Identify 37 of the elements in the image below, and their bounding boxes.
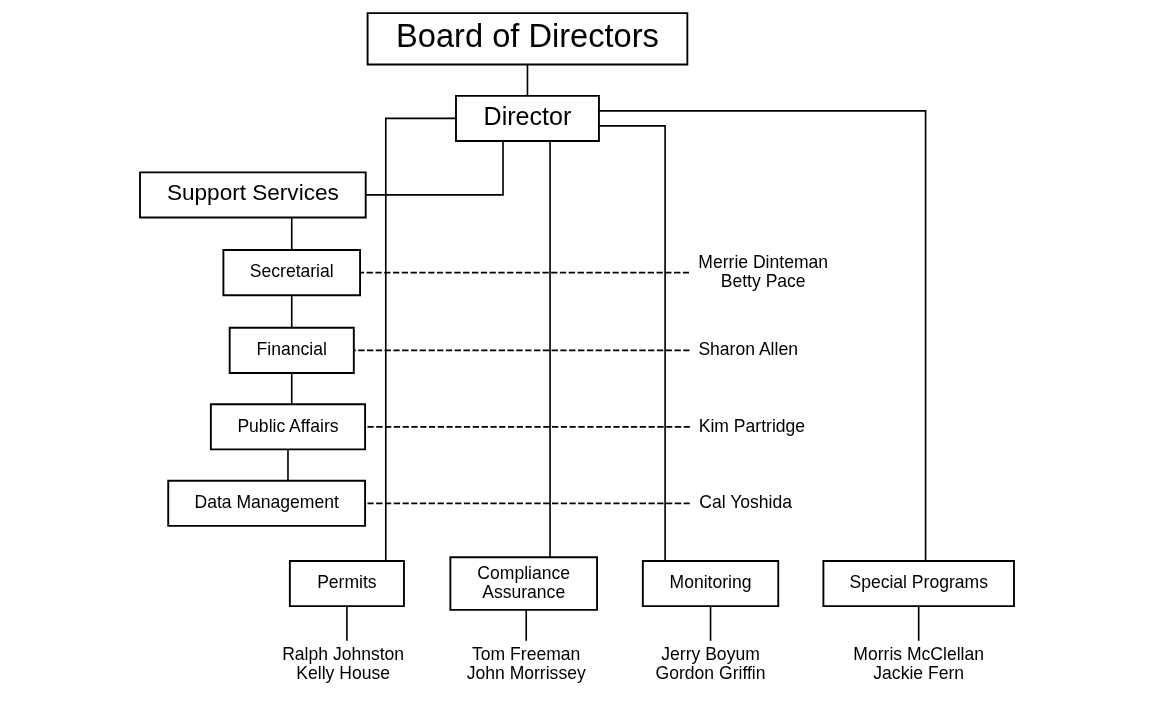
- node-box: Permits: [288, 560, 405, 608]
- connector: [353, 349, 691, 352]
- node-text: Kim Partridge: [698, 415, 806, 436]
- node-box: Director: [455, 94, 600, 142]
- connector: [598, 110, 927, 562]
- node-text: Morris McClellan Jackie Fern: [853, 644, 985, 684]
- node-box: Secretarial: [222, 249, 361, 297]
- connector: [365, 140, 504, 196]
- node-box: Compliance Assurance: [449, 556, 598, 611]
- connector: [709, 605, 712, 642]
- node-text: Sharon Allen: [698, 339, 798, 360]
- connector: [526, 64, 529, 97]
- connector: [384, 117, 457, 562]
- node-box: Monitoring: [641, 560, 780, 608]
- node-box: Financial: [228, 326, 355, 374]
- connector: [290, 217, 293, 251]
- connector: [359, 271, 690, 274]
- connector: [287, 449, 289, 482]
- connector: [364, 502, 691, 505]
- connector: [364, 426, 691, 428]
- node-box: Board of Directors: [366, 12, 689, 66]
- node-box: Support Services: [139, 171, 367, 219]
- connector: [917, 605, 920, 642]
- node-text: Ralph Johnston Kelly House: [282, 644, 405, 684]
- node-box: Special Programs: [822, 560, 1015, 608]
- connector: [346, 605, 348, 642]
- node-text: Merrie Dinteman Betty Pace: [698, 251, 829, 291]
- connector: [290, 294, 293, 329]
- connector: [290, 372, 293, 405]
- node-box: Public Affairs: [209, 403, 367, 451]
- node-text: Tom Freeman John Morrissey: [466, 644, 586, 684]
- connector: [525, 609, 528, 642]
- connector: [549, 140, 551, 558]
- connector: [598, 125, 666, 562]
- node-box: Data Management: [167, 479, 367, 527]
- node-text: Cal Yoshida: [699, 491, 792, 512]
- node-text: Jerry Boyum Gordon Griffin: [655, 644, 766, 684]
